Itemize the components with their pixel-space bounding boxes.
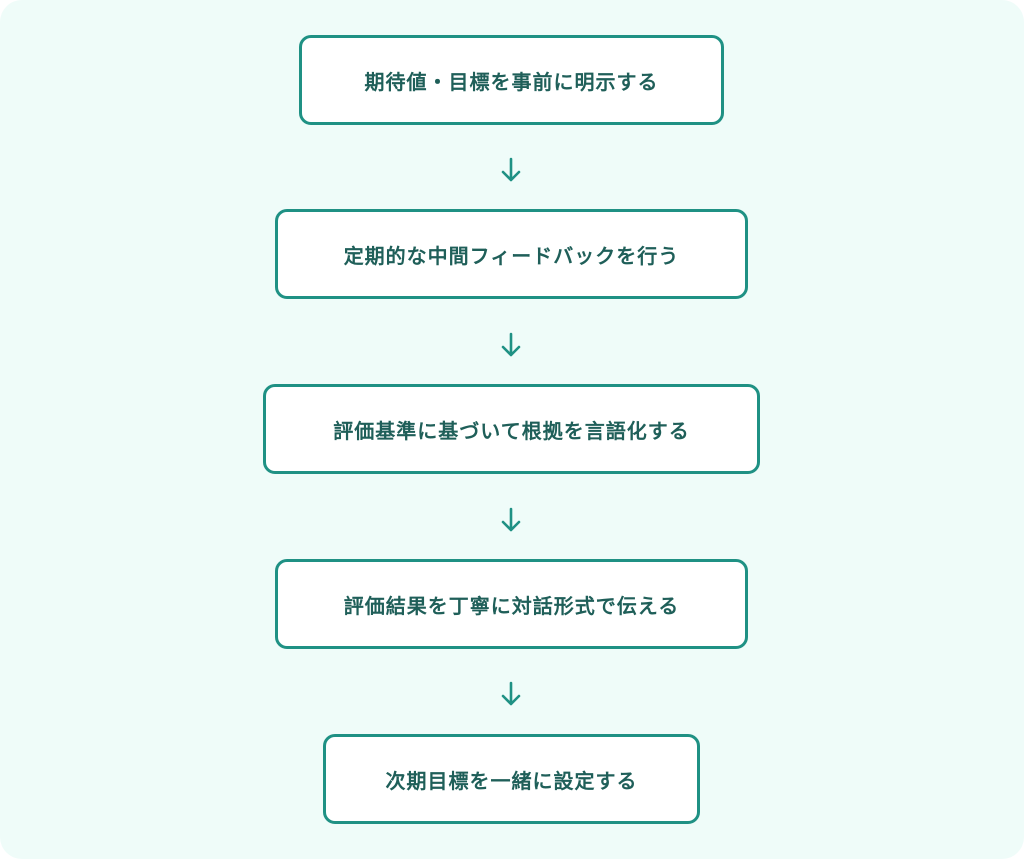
flow-step-1: 期待値・目標を事前に明示する <box>299 35 724 125</box>
arrow-down-icon <box>501 332 521 357</box>
arrow-down-icon <box>501 157 521 182</box>
flow-step-3: 評価基準に基づいて根拠を言語化する <box>263 384 760 474</box>
flow-step-2: 定期的な中間フィードバックを行う <box>275 209 748 299</box>
arrow-down-icon <box>501 507 521 532</box>
step-label: 評価結果を丁寧に対話形式で伝える <box>343 593 680 618</box>
arrow-down-icon <box>501 681 521 706</box>
step-label: 期待値・目標を事前に明示する <box>364 69 659 94</box>
step-label: 定期的な中間フィードバックを行う <box>343 243 680 268</box>
step-label: 次期目標を一緒に設定する <box>385 768 638 793</box>
step-label: 評価基準に基づいて根拠を言語化する <box>333 418 690 443</box>
flow-step-4: 評価結果を丁寧に対話形式で伝える <box>275 559 748 649</box>
flow-step-5: 次期目標を一緒に設定する <box>323 734 700 824</box>
